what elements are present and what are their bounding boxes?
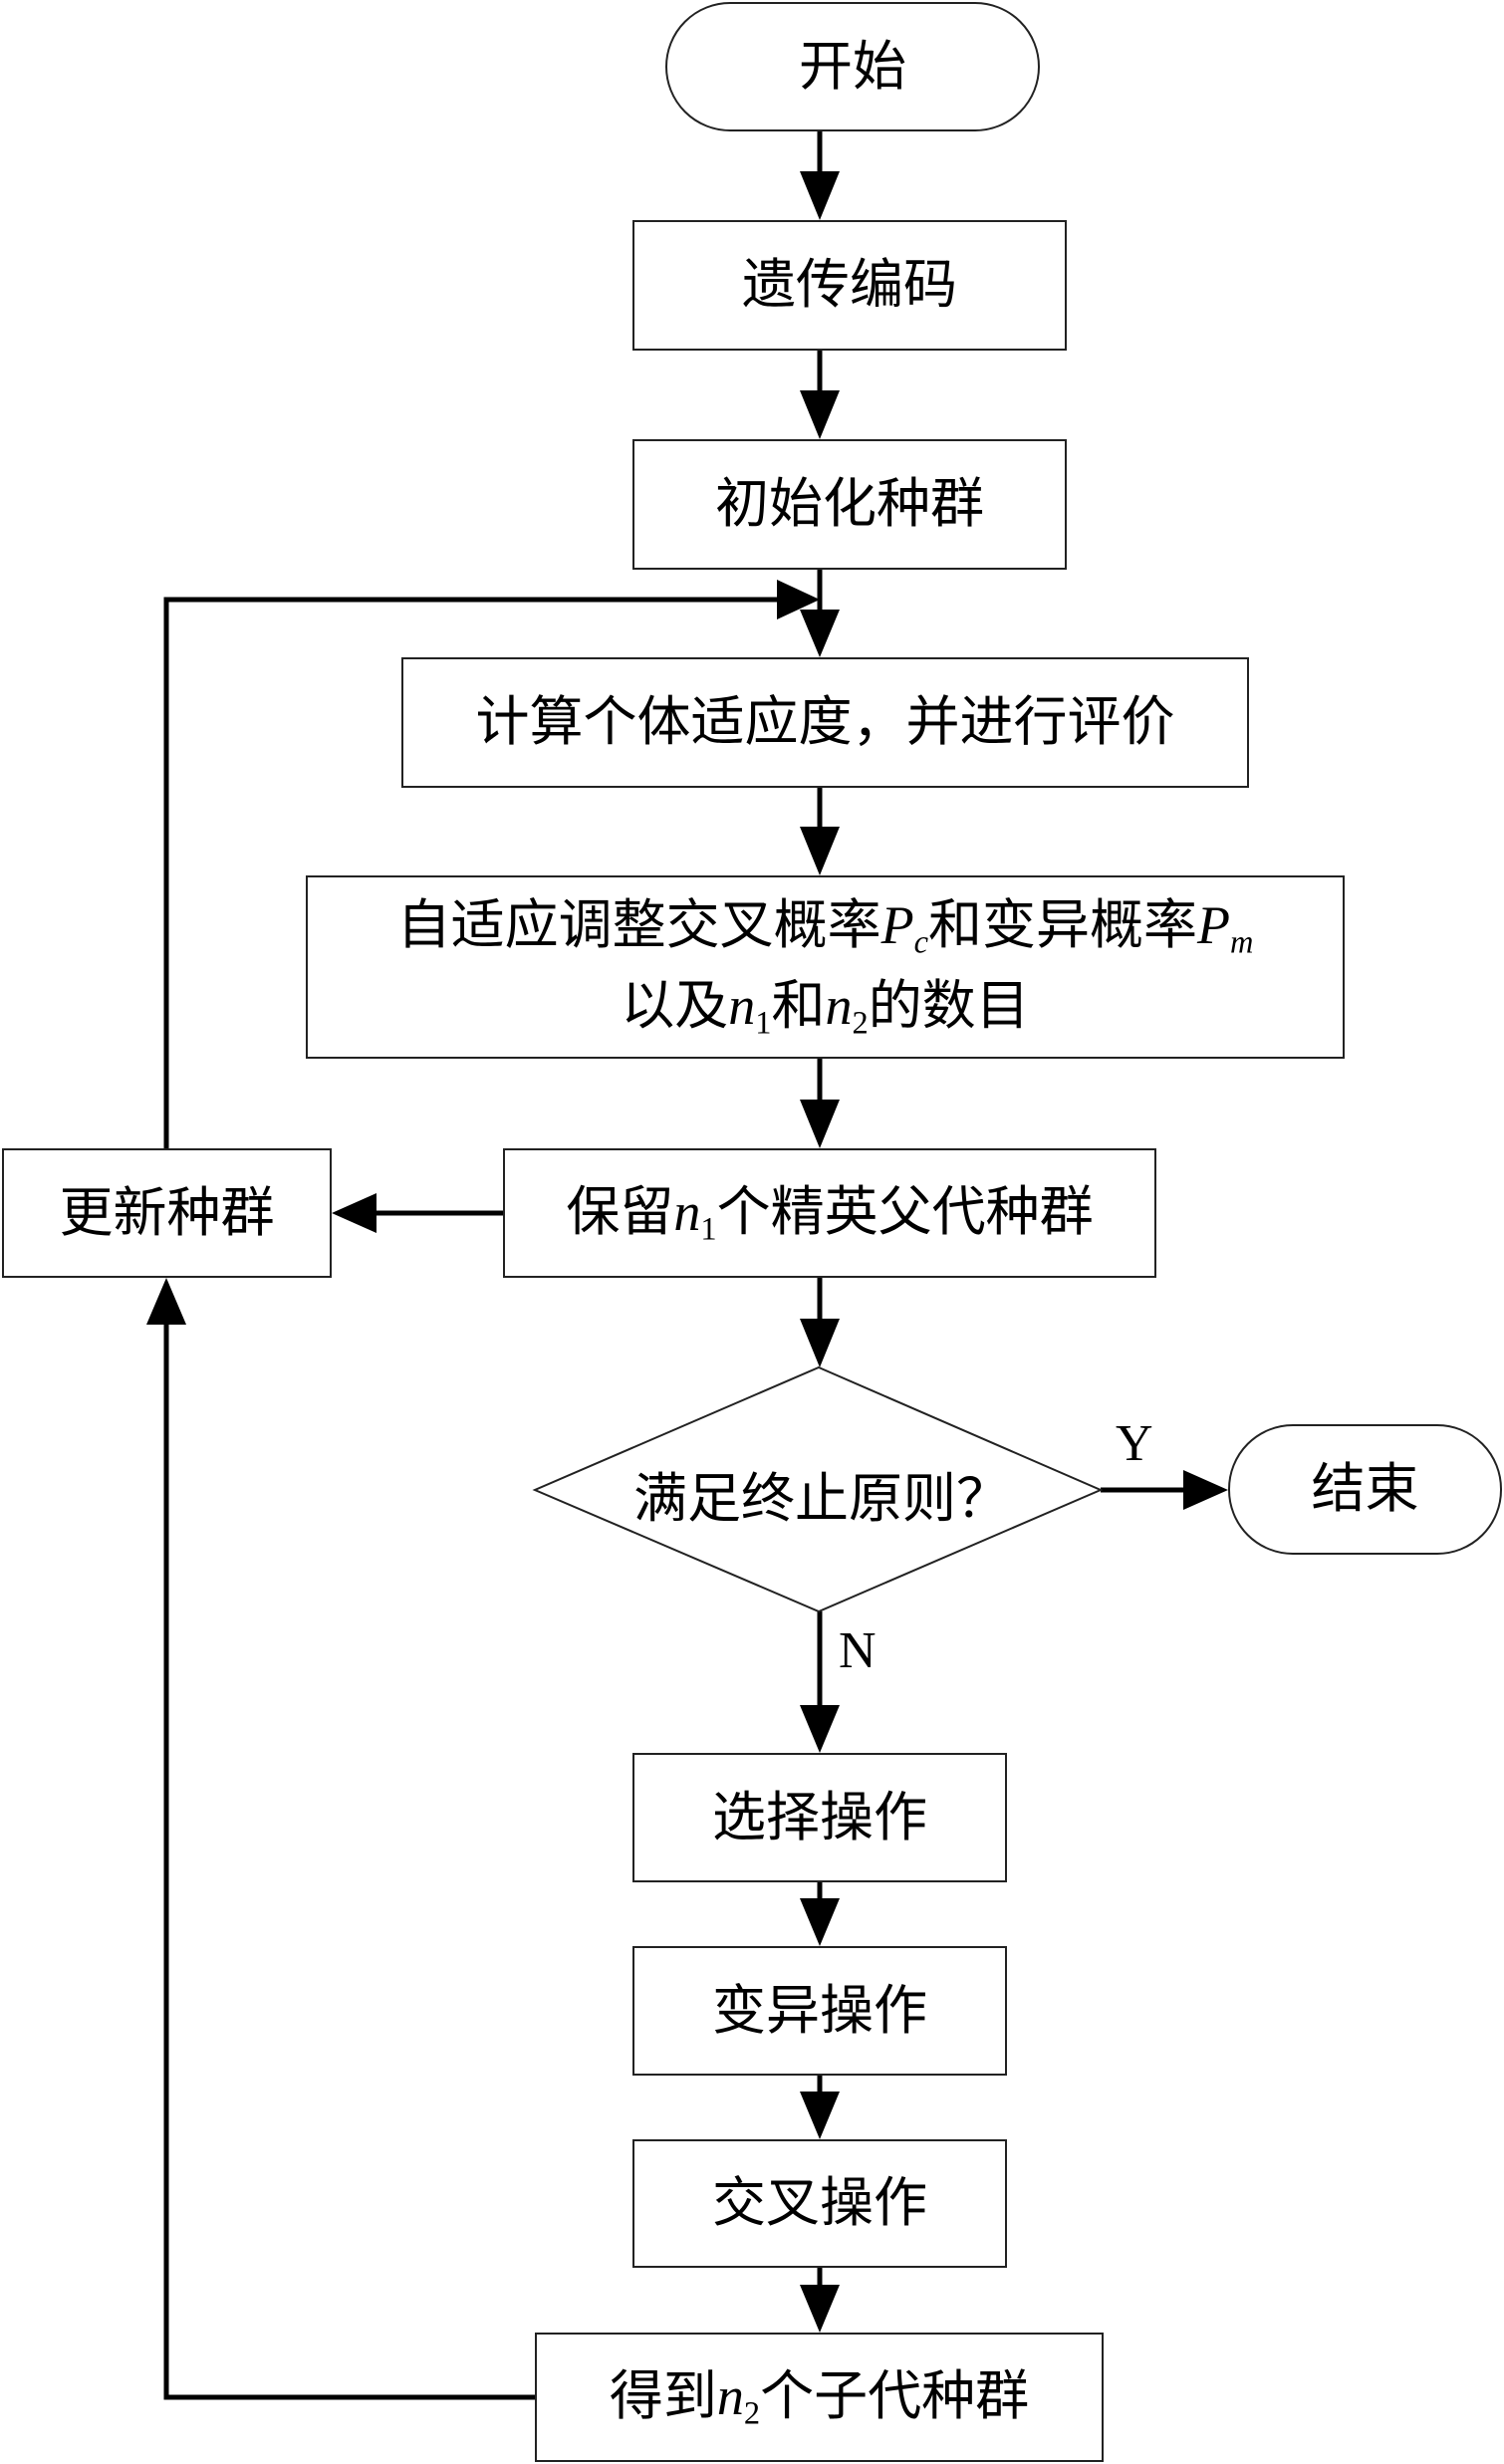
arrow-mutate-cross	[800, 2076, 840, 2139]
pc-symbol: Pc	[880, 895, 928, 962]
loop-offspring-to-update	[146, 1278, 535, 2400]
end-label: 结束	[1311, 1457, 1419, 1521]
select-label: 选择操作	[712, 1785, 927, 1848]
update-label: 更新种群	[59, 1180, 275, 1244]
offspring-box: 得到n2个子代种群	[535, 2333, 1104, 2462]
arrow-start-encode	[800, 131, 840, 220]
end-terminal: 结束	[1228, 1424, 1502, 1555]
arrow-cross-offspring	[800, 2268, 840, 2333]
arrow-decision-select	[800, 1611, 840, 1753]
offspring-label: 得到n2个子代种群	[609, 2363, 1030, 2432]
no-label: N	[839, 1622, 877, 1679]
fitness-label: 计算个体适应度，并进行评价	[475, 690, 1175, 754]
update-box: 更新种群	[2, 1148, 332, 1278]
arrow-encode-init	[800, 351, 840, 439]
arrow-select-mutate	[800, 1882, 840, 1946]
n2-symbol: n2	[825, 976, 869, 1042]
mutate-label: 变异操作	[712, 1978, 927, 2042]
start-label: 开始	[799, 34, 906, 98]
adapt-box: 自适应调整交叉概率Pc和变异概率Pm 以及n1和n2的数目	[306, 875, 1345, 1059]
select-box: 选择操作	[632, 1753, 1007, 1882]
arrow-decision-end	[1101, 1470, 1228, 1510]
adapt-line-1: 自适应调整交叉概率Pc和变异概率Pm	[396, 893, 1254, 962]
n1-symbol: n1	[728, 976, 772, 1042]
decision-label: 满足终止原则？	[633, 1467, 1010, 1530]
encode-label: 遗传编码	[742, 253, 957, 317]
pm-symbol: Pm	[1196, 895, 1254, 962]
arrow-keep-update	[332, 1193, 503, 1233]
decision-diamond	[532, 1365, 1104, 1613]
adapt-line-2: 以及n1和n2的数目	[621, 974, 1030, 1042]
arrow-init-fitness	[800, 570, 840, 657]
keep-label: 保留n1个精英父代种群	[566, 1179, 1094, 1248]
init-label: 初始化种群	[715, 472, 984, 536]
mutate-box: 变异操作	[632, 1946, 1007, 2076]
yes-label: Y	[1116, 1415, 1153, 1472]
keep-box: 保留n1个精英父代种群	[503, 1148, 1156, 1278]
start-terminal: 开始	[665, 2, 1040, 131]
init-box: 初始化种群	[632, 439, 1067, 570]
cross-box: 交叉操作	[632, 2139, 1007, 2268]
arrow-fitness-adapt	[800, 788, 840, 875]
encode-box: 遗传编码	[632, 220, 1067, 351]
arrow-adapt-keep	[800, 1059, 840, 1148]
loop-update-to-fitness	[163, 580, 820, 1148]
arrow-keep-decision	[800, 1278, 840, 1367]
cross-label: 交叉操作	[712, 2171, 927, 2235]
fitness-box: 计算个体适应度，并进行评价	[401, 657, 1249, 788]
